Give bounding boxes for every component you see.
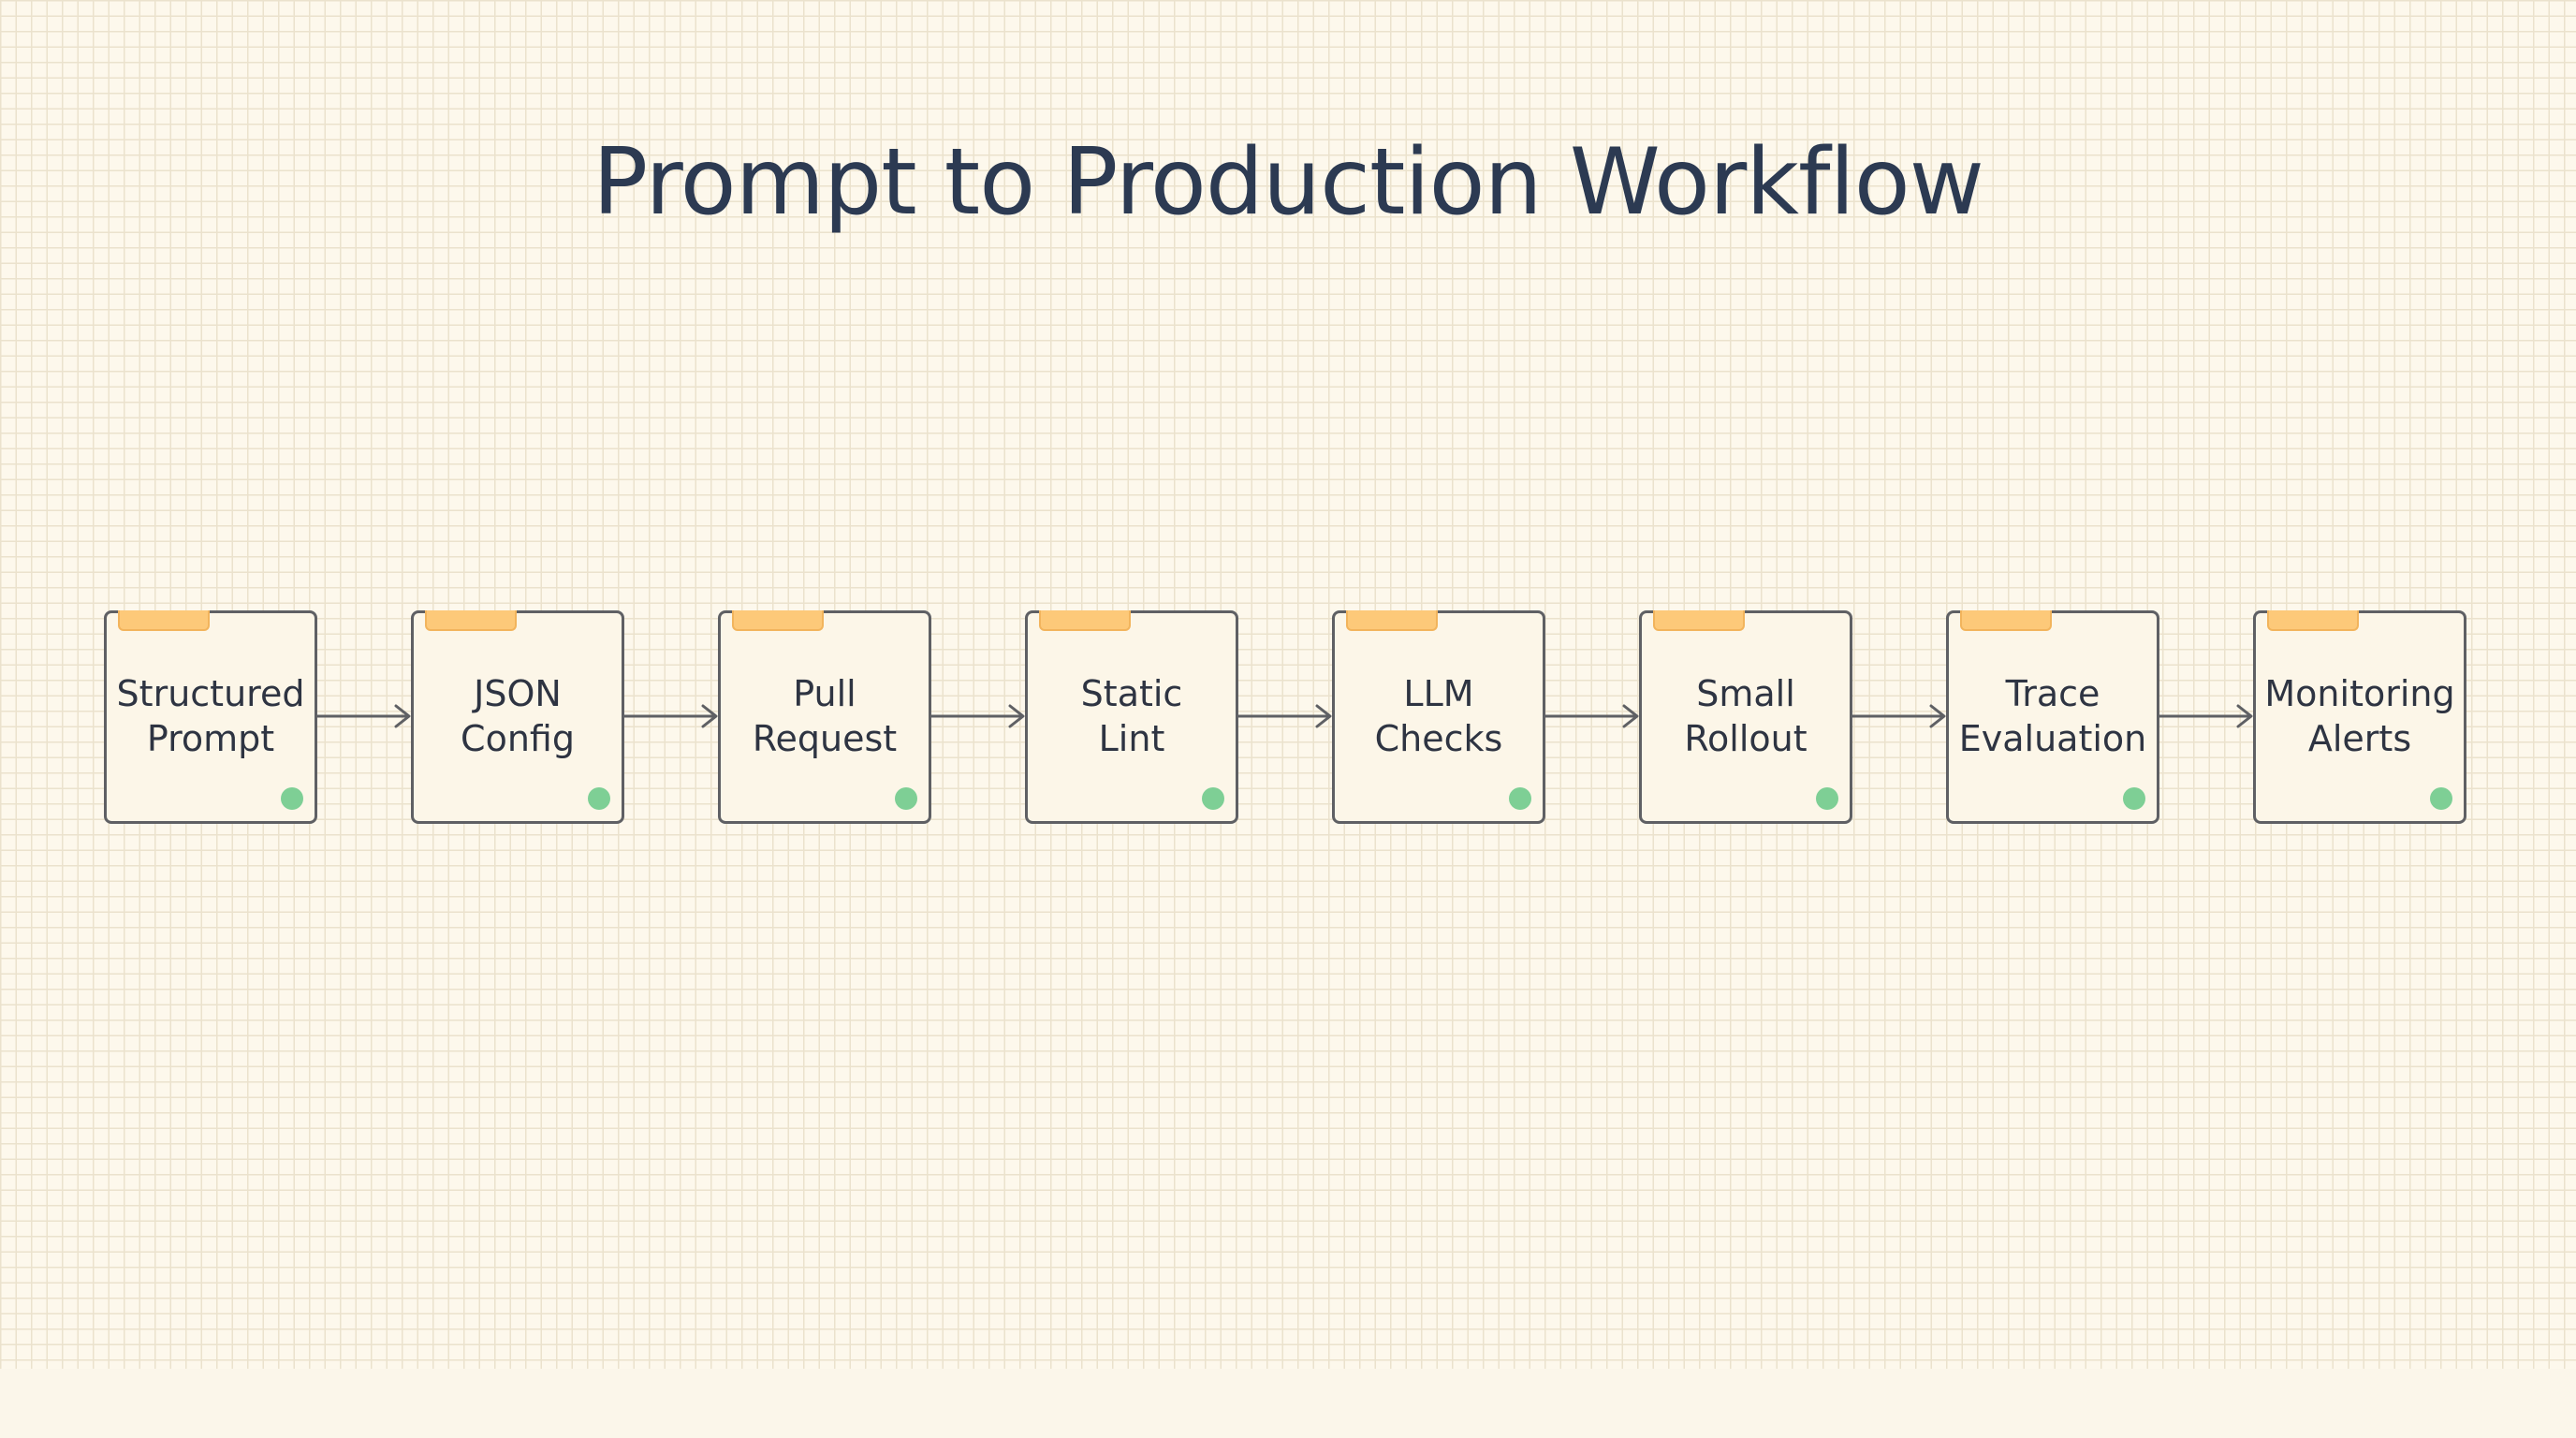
step-label-line: JSON [474,673,562,714]
step-label-line: Checks [1374,718,1503,759]
step-tab [1039,610,1131,631]
step-label-line: Alerts [2307,718,2412,759]
connector-arrow [2159,704,2253,728]
step-tab [2267,610,2359,631]
step-tab [1346,610,1438,631]
status-dot-icon [2430,787,2452,810]
connector-arrow [1852,704,1946,728]
step-label-line: Evaluation [1958,718,2147,759]
connector-arrow [317,704,411,728]
connector-arrow [624,704,718,728]
status-dot-icon [588,787,610,810]
step-tab [1960,610,2052,631]
step-label-line: Structured [116,673,305,714]
status-dot-icon [2123,787,2145,810]
step-label-line: Config [461,718,575,759]
status-dot-icon [1202,787,1224,810]
status-dot-icon [1509,787,1531,810]
status-dot-icon [895,787,917,810]
step-label-line: Monitoring [2264,673,2455,714]
step-label-line: Prompt [146,718,275,759]
step-label-line: Small [1696,673,1795,714]
step-label-line: Request [752,718,898,759]
footer-strip [0,1369,2576,1438]
step-tab [425,610,517,631]
step-label-line: Static [1080,673,1183,714]
diagram-title: Prompt to Production Workflow [593,129,1984,236]
step-label-line: Rollout [1684,718,1808,759]
status-dot-icon [1816,787,1838,810]
connector-arrow [1545,704,1639,728]
step-tab [732,610,824,631]
step-label-line: Lint [1098,718,1165,759]
step-label-line: Trace [2005,673,2100,714]
connector-arrow [931,704,1025,728]
step-tab [1653,610,1745,631]
step-label-line: LLM [1403,673,1474,714]
step-label-line: Pull [793,673,856,714]
connector-arrow [1238,704,1332,728]
step-tab [118,610,210,631]
status-dot-icon [281,787,303,810]
